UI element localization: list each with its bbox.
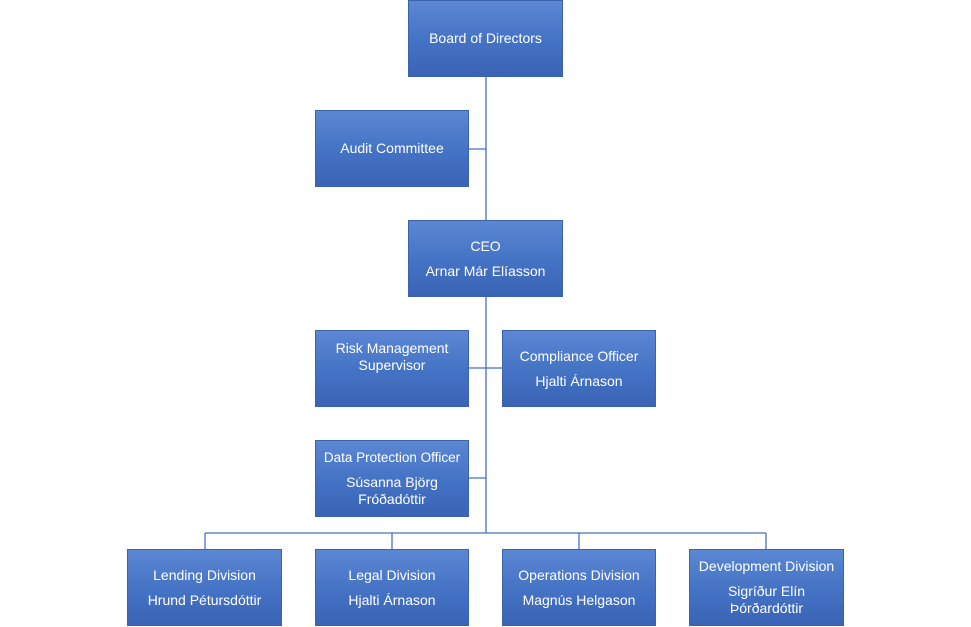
node-title: Data Protection Officer bbox=[323, 450, 461, 465]
node-person: Hjalti Árnason bbox=[348, 591, 436, 608]
node-title: Operations Division bbox=[518, 566, 640, 583]
node-person: Magnús Helgason bbox=[522, 591, 636, 608]
compliance-officer-box[interactable]: Compliance Officer Hjalti Árnason bbox=[502, 330, 656, 407]
node-title: Audit Committee bbox=[340, 140, 444, 156]
node-person: Sigríður Elín Þórðardóttir bbox=[727, 583, 806, 616]
node-title: Board of Directors bbox=[429, 30, 542, 46]
node-title: Lending Division bbox=[153, 566, 256, 583]
node-person: Súsanna Björg Fróðadóttir bbox=[346, 474, 438, 507]
node-title: Risk Management Supervisor bbox=[335, 340, 449, 373]
operations-division-box[interactable]: Operations Division Magnús Helgason bbox=[502, 549, 656, 626]
node-person: Arnar Már Elíasson bbox=[425, 262, 546, 279]
node-person: Hrund Pétursdóttir bbox=[147, 591, 262, 608]
node-person: Hjalti Árnason bbox=[535, 372, 623, 389]
data-protection-officer-box[interactable]: Data Protection Officer Súsanna Björg Fr… bbox=[315, 440, 469, 517]
node-title: Legal Division bbox=[348, 566, 436, 583]
risk-management-box[interactable]: Risk Management Supervisor bbox=[315, 330, 469, 407]
node-title: Compliance Officer bbox=[519, 347, 639, 364]
board-of-directors-box[interactable]: Board of Directors bbox=[408, 0, 563, 77]
node-title: Development Division bbox=[698, 558, 835, 574]
ceo-box[interactable]: CEO Arnar Már Elíasson bbox=[408, 220, 563, 297]
audit-committee-box[interactable]: Audit Committee bbox=[315, 110, 469, 187]
development-division-box[interactable]: Development Division Sigríður Elín Þórða… bbox=[689, 549, 844, 626]
node-title: CEO bbox=[470, 237, 501, 254]
legal-division-box[interactable]: Legal Division Hjalti Árnason bbox=[315, 549, 469, 626]
lending-division-box[interactable]: Lending Division Hrund Pétursdóttir bbox=[127, 549, 282, 626]
